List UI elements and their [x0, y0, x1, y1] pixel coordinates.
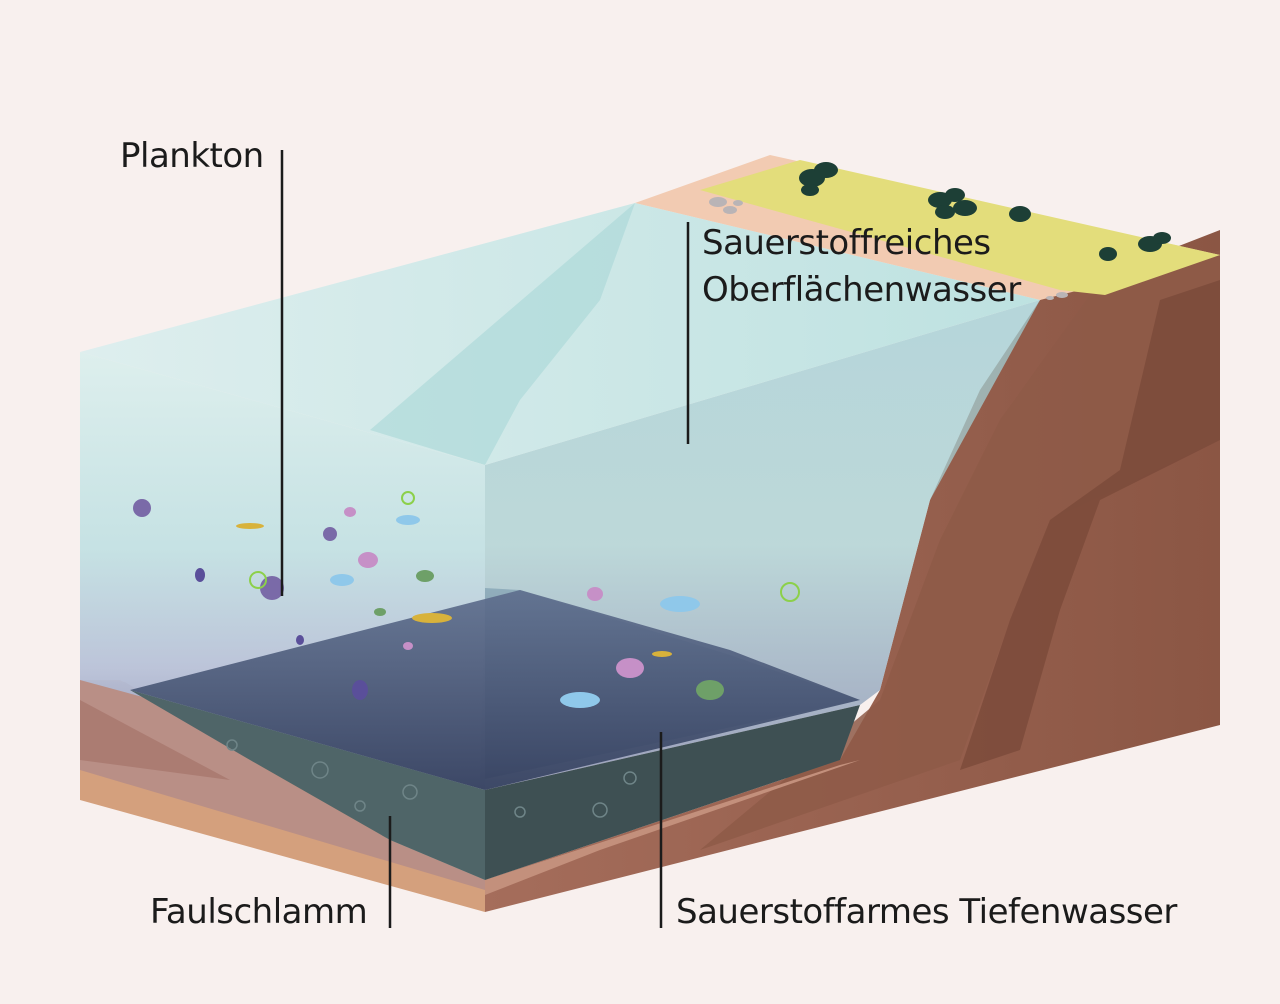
label-surface-water-line1: Sauerstoffreiches — [702, 223, 991, 263]
trees — [799, 162, 1171, 261]
plankton-shrimp — [330, 515, 700, 708]
deep-water-layer — [130, 590, 860, 790]
shore-cliff — [485, 230, 1220, 912]
plankton-dinoflagellate — [195, 568, 368, 700]
label-surface-water: Sauerstoffreiches Oberflächenwasser — [702, 220, 1021, 314]
plankton-copepod — [236, 523, 672, 657]
label-sludge: Faulschlamm — [150, 892, 368, 932]
plankton-organisms — [133, 491, 800, 708]
shore-rocks — [709, 197, 1068, 300]
sludge-front — [130, 690, 485, 880]
water-surface-shade — [370, 203, 635, 465]
label-deep-water: Sauerstoffarmes Tiefenwasser — [676, 892, 1177, 932]
land-surface — [635, 155, 1220, 300]
plankton-jellyfish — [344, 507, 644, 678]
sludge-side — [485, 705, 860, 880]
plankton-radiolarian — [249, 491, 800, 602]
leader-lines — [280, 150, 690, 928]
sediment-remains — [226, 739, 637, 818]
plankton-shell — [374, 570, 724, 700]
label-plankton: Plankton — [120, 136, 264, 176]
label-surface-water-line2: Oberflächenwasser — [702, 270, 1021, 310]
sediment-layer — [80, 680, 485, 912]
